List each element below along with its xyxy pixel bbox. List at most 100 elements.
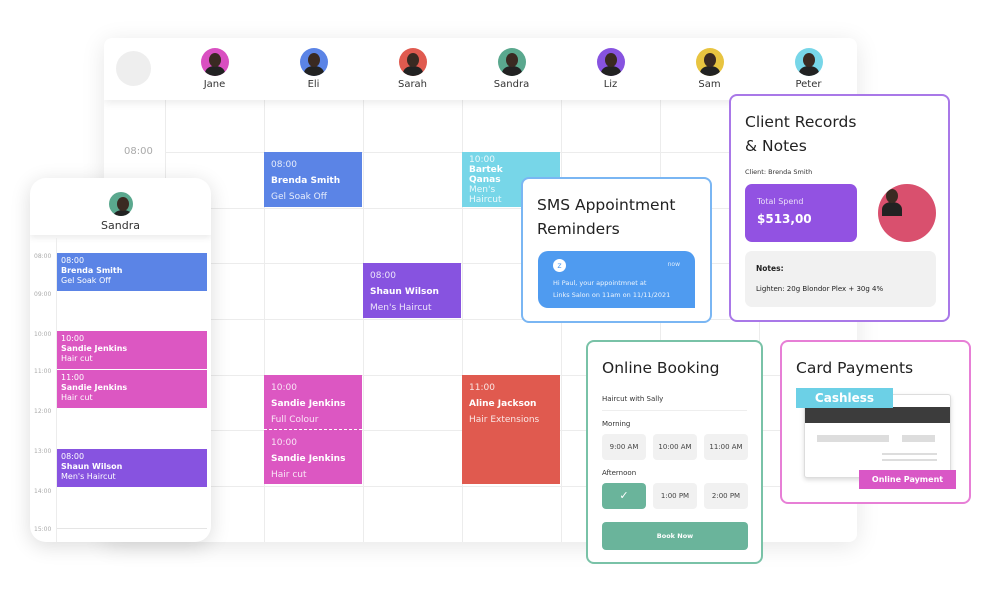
time-axis-line xyxy=(56,238,57,542)
staff-name: Sarah xyxy=(397,79,428,90)
booking-service: Haircut with Sally xyxy=(602,395,664,403)
staff-name: Liz xyxy=(603,79,618,90)
appointment-client: Brenda Smith xyxy=(271,176,341,186)
notes-text: Lighten: 20g Blondor Plex + 30g 4% xyxy=(756,285,884,293)
staff-column-liz[interactable]: Liz xyxy=(561,48,660,90)
card-line xyxy=(902,435,935,442)
cashless-label: Cashless xyxy=(796,388,893,408)
sms-time: now xyxy=(667,261,680,268)
staff-name: Sam xyxy=(698,79,721,90)
avatar xyxy=(497,48,526,76)
avatar xyxy=(794,48,823,76)
appointment-time: 08:00 xyxy=(271,160,297,170)
staff-column-sandra[interactable]: Sandra xyxy=(462,48,561,90)
card-payments-card: Card Payments Cashless Online Payment xyxy=(780,340,971,504)
selected-slot-check-icon[interactable]: ✓ xyxy=(602,483,646,509)
appointment-time: 11:00 xyxy=(469,383,495,393)
staff-column-sam[interactable]: Sam xyxy=(660,48,759,90)
avatar xyxy=(108,192,133,216)
credit-card-illustration xyxy=(804,394,951,478)
online-booking-card: Online Booking Haircut with Sally Mornin… xyxy=(586,340,763,564)
appointment-service: Men's Haircut xyxy=(469,185,502,205)
time-label: 13:00 xyxy=(34,448,52,455)
grid-line xyxy=(57,528,207,529)
appointment-client: Sandie Jenkins xyxy=(271,399,346,409)
divider xyxy=(602,410,747,411)
grid-line xyxy=(264,100,265,542)
appointment-client: Sandie Jenkins xyxy=(61,383,128,392)
appointment-client: Shaun Wilson xyxy=(61,462,123,471)
mobile-calendar: Sandra 08:00 09:00 10:00 11:00 12:00 13:… xyxy=(30,178,211,542)
time-label: 08:00 xyxy=(34,253,52,260)
appointment-client: Aline Jackson xyxy=(469,399,537,409)
card-stripe xyxy=(805,407,950,423)
appointment-service: Men's Haircut xyxy=(61,472,116,481)
online-payment-label: Online Payment xyxy=(859,470,956,489)
appointment-service: Gel Soak Off xyxy=(61,276,111,285)
total-spend-label: Total Spend xyxy=(757,197,804,206)
appointment-client: Shaun Wilson xyxy=(370,287,439,297)
avatar xyxy=(200,48,229,76)
mobile-header: Sandra xyxy=(30,178,211,235)
client-photo xyxy=(878,184,936,242)
avatar xyxy=(596,48,625,76)
grid-line xyxy=(363,100,364,542)
appointment-client: Bartek Qanas xyxy=(469,165,503,185)
morning-label: Morning xyxy=(602,420,631,428)
staff-column-eli[interactable]: Eli xyxy=(264,48,363,90)
card-line xyxy=(882,459,937,461)
appointment-time: 10:00 xyxy=(61,334,85,343)
card-title: Client Records& Notes xyxy=(745,113,857,155)
avatar xyxy=(398,48,427,76)
time-slot-button[interactable]: 9:00 AM xyxy=(602,434,646,460)
card-title: Card Payments xyxy=(796,359,914,377)
appointment-client: Sandie Jenkins xyxy=(271,454,346,464)
avatar xyxy=(695,48,724,76)
staff-column-peter[interactable]: Peter xyxy=(759,48,857,90)
appointment-service: Hair cut xyxy=(61,354,93,363)
appointment-time: 08:00 xyxy=(61,452,85,461)
appointment-time: 08:00 xyxy=(370,271,396,281)
staff-name: Peter xyxy=(795,79,822,90)
client-name: Client: Brenda Smith xyxy=(745,168,813,176)
time-slot-button[interactable]: 10:00 AM xyxy=(653,434,697,460)
appointment-client: Sandie Jenkins xyxy=(61,344,128,353)
afternoon-label: Afternoon xyxy=(602,469,637,477)
total-spend-value: $513,00 xyxy=(757,212,812,226)
appointment-service: Hair cut xyxy=(61,393,93,402)
time-slot-button[interactable]: 11:00 AM xyxy=(704,434,748,460)
book-now-button[interactable]: Book Now xyxy=(602,522,748,550)
time-label: 12:00 xyxy=(34,408,52,415)
appointment-client: Brenda Smith xyxy=(61,266,123,275)
staff-name: Sandra xyxy=(101,219,140,232)
grid-line xyxy=(462,100,463,542)
notes-box: Notes: Lighten: 20g Blondor Plex + 30g 4… xyxy=(745,251,936,307)
grid-line xyxy=(165,486,857,487)
client-records-card: Client Records& Notes Client: Brenda Smi… xyxy=(729,94,950,322)
time-slot-button[interactable]: 2:00 PM xyxy=(704,483,748,509)
staff-column-sarah[interactable]: Sarah xyxy=(363,48,462,90)
grid-line xyxy=(165,263,857,264)
staff-column-jane[interactable]: Jane xyxy=(165,48,264,90)
appointment-service: Gel Soak Off xyxy=(271,192,327,202)
appointment-service: Hair Extensions xyxy=(469,415,540,425)
grid-line xyxy=(165,319,857,320)
card-line xyxy=(817,435,889,442)
time-label: 10:00 xyxy=(34,331,52,338)
time-label: 14:00 xyxy=(34,488,52,495)
appointment-time: 10:00 xyxy=(271,383,297,393)
calendar-header: Jane Eli Sarah Sandra Liz Sam Peter xyxy=(104,38,857,100)
time-slot-button[interactable]: 1:00 PM xyxy=(653,483,697,509)
time-label: 09:00 xyxy=(34,291,52,298)
